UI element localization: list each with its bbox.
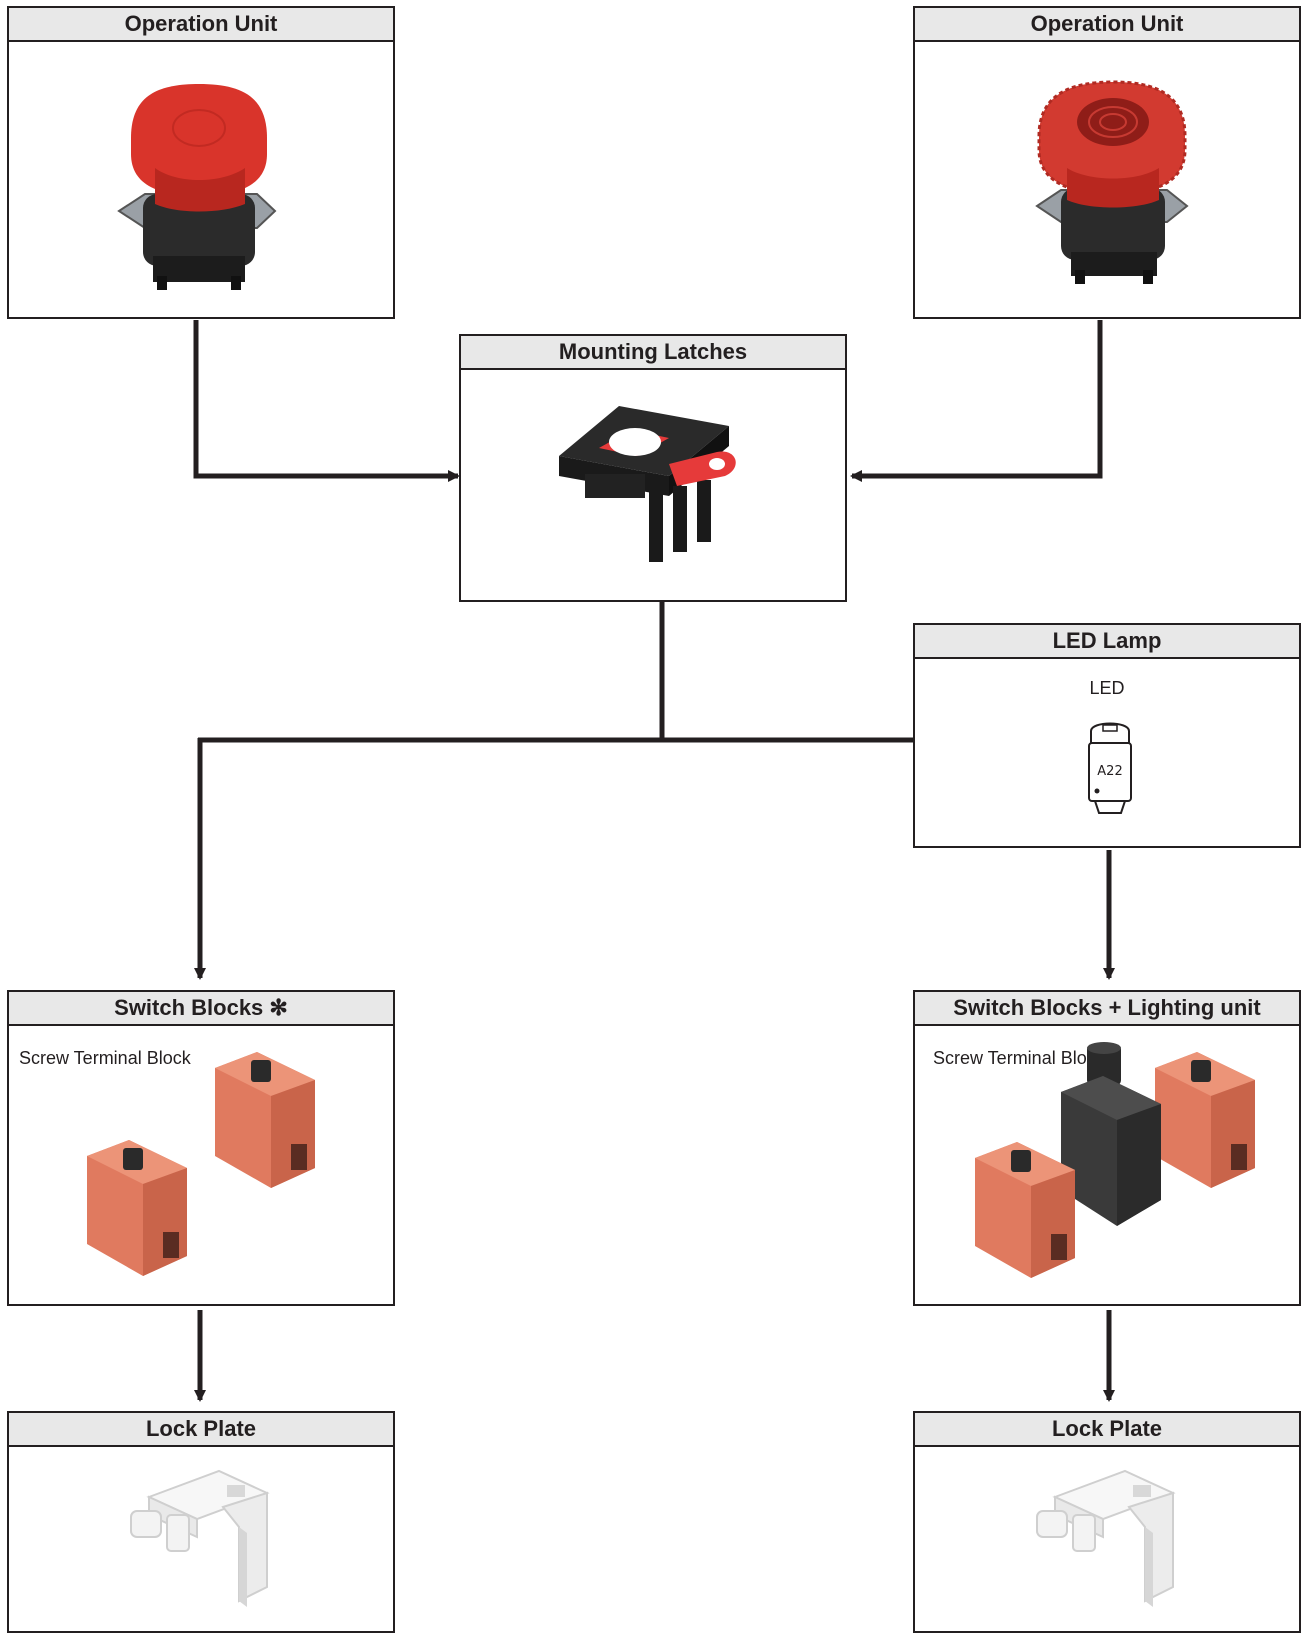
- lighting-unit-image: [1061, 1042, 1161, 1226]
- switch-block-image-right-rear: [1155, 1052, 1255, 1188]
- led-label: LED: [1089, 678, 1125, 698]
- led-lamp-title: LED Lamp: [915, 625, 1299, 659]
- lock-plate-left-image: [130, 1469, 270, 1607]
- switch-block-image-right-front: [975, 1142, 1075, 1278]
- connector-opunit-left-to-mounting: [193, 320, 460, 482]
- lock-plate-right-title: Lock Plate: [915, 1413, 1299, 1447]
- switch-blocks-left-box: Switch Blocks ✻ Screw Terminal Block: [7, 990, 395, 1306]
- operation-unit-right-box: Operation Unit: [913, 6, 1301, 319]
- switch-blocks-lighting-title: Switch Blocks + Lighting unit: [915, 992, 1299, 1026]
- switch-blocks-left-title: Switch Blocks ✻: [9, 992, 393, 1026]
- lock-plate-left-title: Lock Plate: [9, 1413, 393, 1447]
- led-lamp-marking: A22: [1097, 764, 1123, 779]
- lock-plate-right-image: [1036, 1469, 1176, 1607]
- led-lamp-box: LED Lamp LED A22: [913, 623, 1301, 848]
- lock-plate-left-box: Lock Plate: [7, 1411, 395, 1633]
- mounting-latch-image: [559, 406, 736, 562]
- mounting-latches-title: Mounting Latches: [461, 336, 845, 370]
- connector-opunit-right-to-mounting: [850, 320, 1103, 482]
- screw-terminal-block-label-right: Screw Terminal Block: [933, 1048, 1105, 1068]
- operation-unit-left-title: Operation Unit: [9, 8, 393, 42]
- screw-terminal-block-label-left: Screw Terminal Block: [19, 1048, 191, 1068]
- switch-block-image-bottom: [87, 1140, 187, 1276]
- operation-unit-left-box: Operation Unit: [7, 6, 395, 319]
- switch-block-image-top: [215, 1052, 315, 1188]
- illuminated-emergency-stop-button-image: [1035, 80, 1189, 284]
- mounting-latches-box: Mounting Latches: [459, 334, 847, 602]
- led-lamp-image: [1088, 722, 1132, 814]
- emergency-stop-button-image: [117, 84, 277, 290]
- switch-blocks-lighting-box: Switch Blocks + Lighting unit Screw Term…: [913, 990, 1301, 1306]
- operation-unit-right-title: Operation Unit: [915, 8, 1299, 42]
- lock-plate-right-box: Lock Plate: [913, 1411, 1301, 1633]
